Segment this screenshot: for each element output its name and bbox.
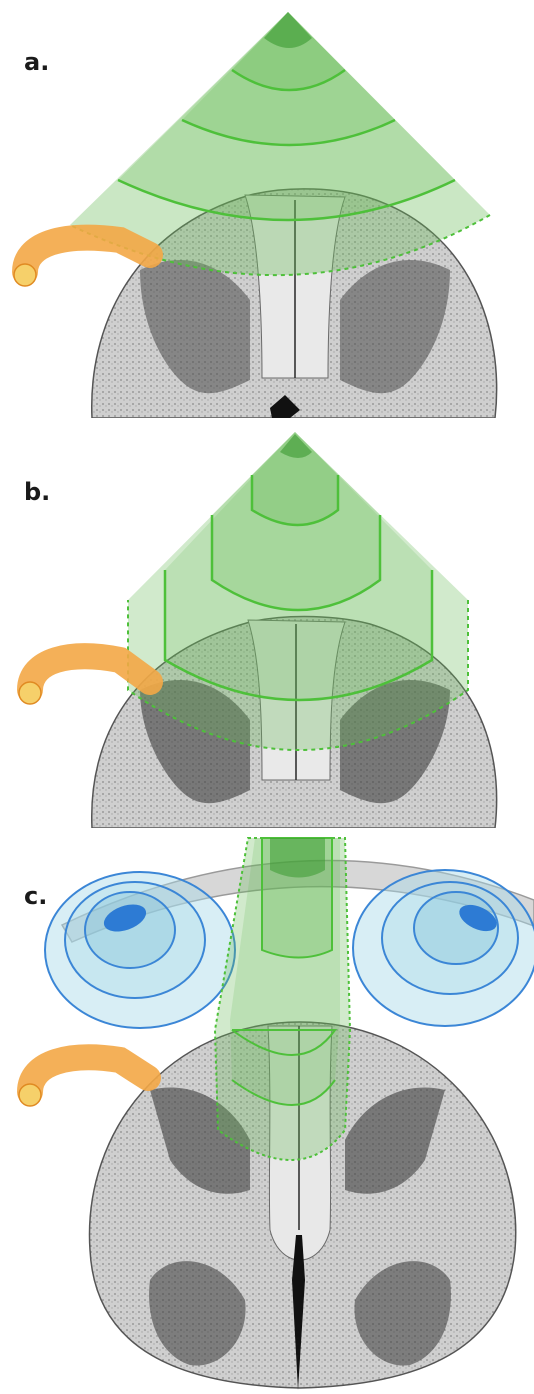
panel-b-illustration (0, 420, 534, 830)
stimulation-field (128, 432, 468, 750)
panel-label-a: a. (24, 48, 49, 76)
panel-b: b. (0, 420, 534, 830)
panel-c: c. (0, 830, 534, 1394)
panel-label-c: c. (24, 882, 47, 910)
panel-c-illustration (0, 830, 534, 1394)
panel-label-b: b. (24, 478, 50, 506)
panel-a-illustration (0, 0, 534, 420)
nerve-root (19, 1057, 148, 1106)
side-field-right (353, 870, 534, 1026)
side-field-left (45, 872, 235, 1028)
panel-a: a. (0, 0, 534, 420)
